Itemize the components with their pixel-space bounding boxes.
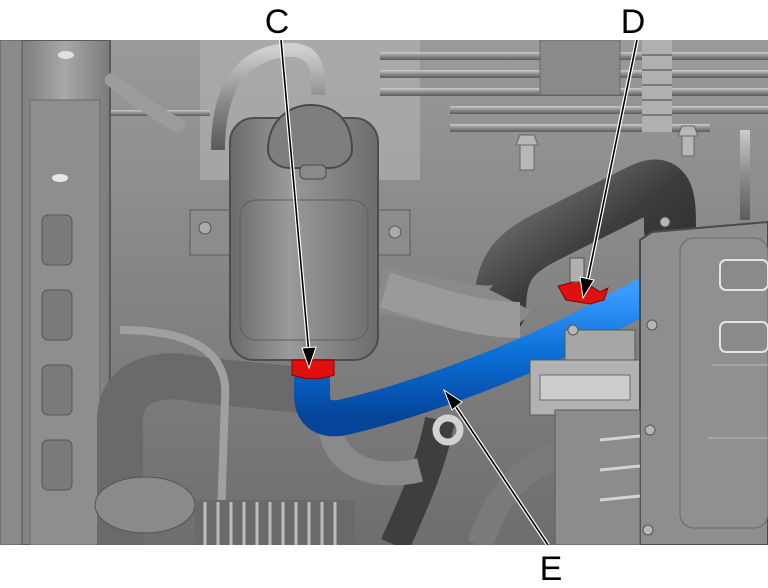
electrical-connector	[529, 329, 641, 416]
cable-loop	[119, 326, 230, 545]
control-module	[567, 216, 768, 545]
callout-label-c: C	[264, 3, 290, 41]
filter-housing	[94, 476, 196, 534]
callout-label-e: E	[539, 550, 563, 588]
stud-bolts	[515, 125, 699, 171]
callout-line-d	[579, 40, 639, 300]
steering-boot	[195, 500, 355, 545]
frame-rail	[0, 40, 111, 545]
lower-hose-left	[97, 353, 303, 545]
callout-line-e	[442, 388, 550, 545]
reservoir-vent-hose	[211, 42, 326, 151]
corrugated-conduit	[105, 73, 185, 132]
callout-lines	[279, 40, 639, 545]
coolant-reservoir	[229, 103, 379, 361]
callout-label-d: D	[620, 3, 646, 41]
clamp-c	[291, 359, 335, 380]
engine-compartment-render	[0, 40, 768, 545]
upper-hose-dark	[474, 159, 696, 336]
coolant-hose-blue	[294, 274, 664, 437]
hose-clip	[432, 414, 464, 446]
callout-line-c	[279, 40, 317, 370]
